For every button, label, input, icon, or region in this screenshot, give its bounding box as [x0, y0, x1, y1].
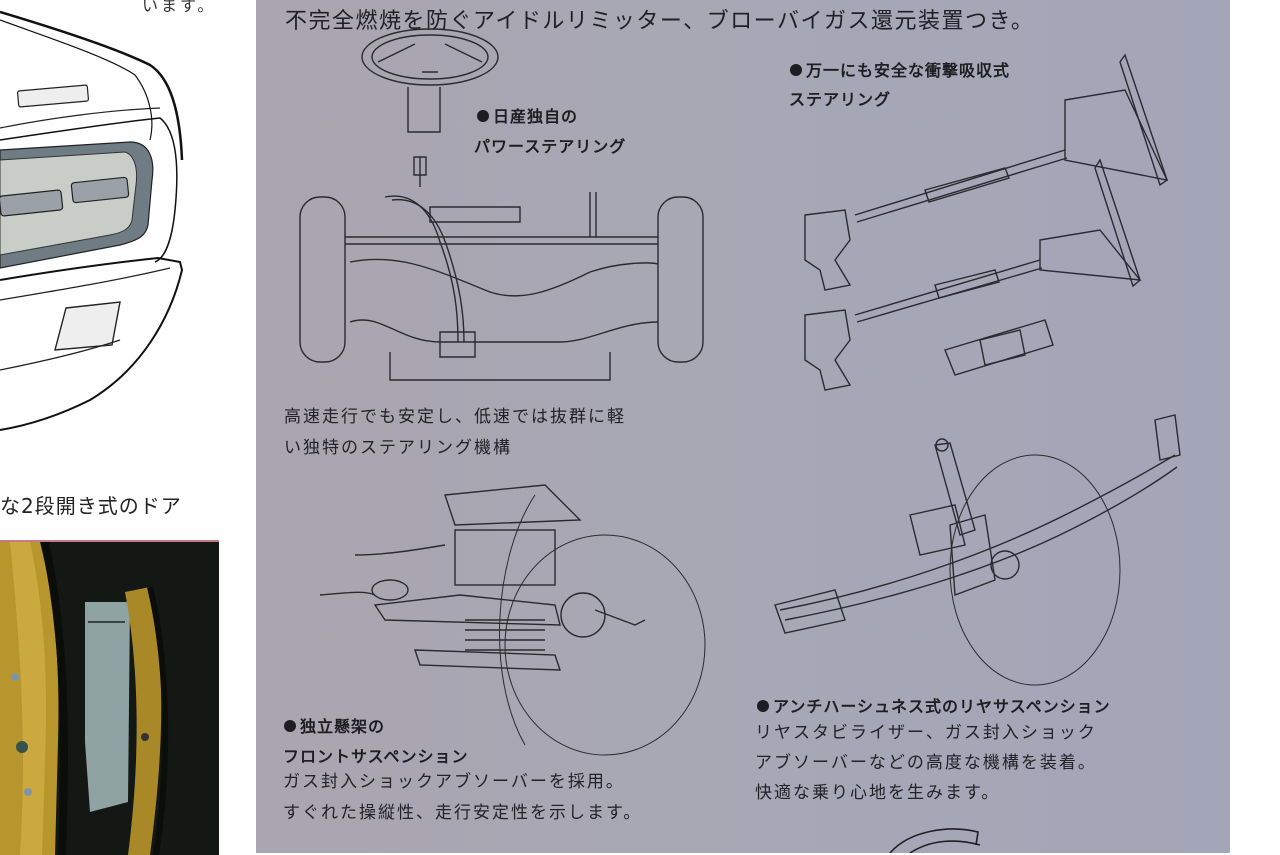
power-steering-title-line2: パワーステアリング: [474, 137, 627, 156]
door-caption: な2段開き式のドア: [0, 494, 182, 518]
front-suspension-title-text: 独立懸架の: [300, 717, 386, 736]
bullet-icon: [284, 720, 296, 732]
power-steering-diagram: [290, 22, 710, 392]
rear-suspension-description-line1: リヤスタビライザー、ガス封入ショック: [755, 723, 1097, 743]
front-suspension-description-line1: ガス封入ショックアブソーバーを採用。: [283, 772, 625, 792]
right-margin: [1230, 0, 1280, 853]
power-steering-description-line1: 高速走行でも安定し、低速では抜群に軽: [284, 407, 626, 427]
car-rear-illustration: [0, 0, 256, 440]
top-caption-fragment: います。: [142, 0, 217, 15]
door-photo: [0, 540, 219, 855]
power-steering-title-text: 日産独自の: [493, 107, 579, 126]
bullet-icon: [790, 64, 802, 76]
bullet-icon: [477, 110, 489, 122]
bullet-icon: [757, 700, 769, 712]
rear-suspension-diagram: [765, 405, 1190, 690]
partial-component-drawing: [880, 820, 1000, 853]
rear-suspension-description-line3: 快適な乗り心地を生みます。: [755, 783, 1001, 803]
rear-suspension-title: アンチハーシュネス式のリヤサスペンション: [757, 693, 1111, 717]
power-steering-description-line2: い独特のステアリング機構: [284, 438, 512, 458]
collapsible-steering-title-line1: 万一にも安全な衝撃吸収式: [790, 57, 1010, 81]
collapsible-steering-title-text: 万一にも安全な衝撃吸収式: [806, 61, 1011, 80]
front-suspension-description-line2: すぐれた操縦性、走行安定性を示します。: [283, 803, 643, 823]
rear-suspension-description-line2: アブソーバーなどの高度な機構を装着。: [755, 753, 1097, 773]
collapsible-steering-title-line2: ステアリング: [789, 90, 892, 109]
front-suspension-title-line1: 独立懸架の: [284, 713, 385, 737]
rear-suspension-title-text: アンチハーシュネス式のリヤサスペンション: [773, 697, 1111, 716]
power-steering-title-line1: 日産独自の: [477, 103, 578, 127]
front-suspension-title-line2: フロントサスペンション: [283, 747, 469, 766]
right-page: [256, 0, 1230, 853]
front-suspension-diagram: [315, 475, 710, 760]
collapsible-steering-diagram: [795, 50, 1185, 400]
left-page: います。 な2段開き式のドア: [0, 0, 256, 855]
